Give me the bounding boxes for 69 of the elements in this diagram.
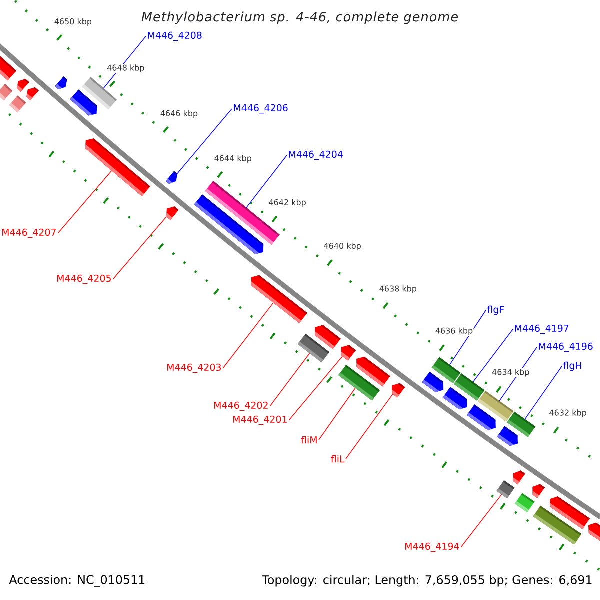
- gene-bar: [513, 470, 526, 485]
- leader-line: [318, 388, 356, 440]
- gene-label: flgF: [487, 306, 504, 316]
- tick-label: 4638 kbp: [378, 285, 418, 294]
- leader-line: [524, 366, 562, 420]
- leader-line: [246, 155, 288, 208]
- gene-bar: [251, 275, 308, 324]
- tick-label: 4644 kbp: [214, 154, 253, 164]
- gene-bar: [392, 383, 406, 398]
- gene-label: M446_4203: [167, 364, 222, 374]
- tick-label: 4646 kbp: [160, 110, 199, 119]
- gene-bar: [17, 79, 30, 92]
- gene-label: fliL: [331, 455, 345, 463]
- gene-bar: [315, 325, 341, 350]
- footer-text: Accession: NC_010511: [9, 575, 145, 587]
- gene-label: M446_4201: [233, 416, 287, 426]
- gene-box: [514, 493, 535, 513]
- gene-bar: [166, 171, 178, 184]
- gene-label: flgH: [563, 362, 582, 372]
- gene-bar: [550, 496, 590, 530]
- gene-box: [478, 390, 514, 422]
- tick-label: 4650 kbp: [54, 18, 93, 27]
- tick-label: 4634 kbp: [491, 368, 530, 378]
- gene-label: M446_4207: [2, 228, 56, 238]
- leader-line: [460, 494, 502, 548]
- gene-box: [454, 374, 485, 401]
- gene-label: fliM: [301, 436, 317, 444]
- gene-bar: [85, 138, 150, 197]
- leader-line: [222, 302, 274, 369]
- gene-box: [9, 96, 26, 113]
- gene-box: [496, 480, 515, 499]
- tick-label: 4632 kbp: [548, 409, 588, 418]
- gene-bar: [26, 88, 39, 101]
- gene-bar: [588, 522, 600, 542]
- gene-bar: [422, 372, 444, 392]
- gene-bar: [497, 426, 518, 446]
- gene-label: M446_4194: [405, 542, 460, 552]
- gene-box: [0, 84, 13, 101]
- leader-line: [346, 394, 394, 460]
- leader-line: [112, 216, 167, 280]
- gene-bar: [55, 76, 68, 90]
- gene-label: M446_4197: [515, 324, 569, 334]
- gene-bar: [532, 484, 545, 498]
- gene-label: M446_4206: [234, 104, 288, 114]
- gene-label: M446_4204: [289, 150, 343, 160]
- gene-label: M446_4205: [57, 274, 111, 284]
- footer-text: Topology: circular; Length: 7,659,055 bp; Genes: 6,691: [262, 575, 592, 587]
- leader-line: [288, 356, 343, 421]
- title: Methylobacterium sp. 4-46, complete genome: [142, 12, 458, 24]
- gene-bar: [166, 206, 179, 220]
- gene-label: M446_4208: [148, 32, 202, 42]
- leader-line: [270, 353, 310, 407]
- gene-label: M446_4202: [214, 402, 268, 412]
- gene-bar: [442, 387, 468, 410]
- gene-bar: [341, 345, 356, 361]
- gene-bar: [0, 56, 17, 81]
- tick-label: 4648 kbp: [106, 64, 146, 73]
- gene-box: [82, 77, 118, 110]
- leader-line: [450, 310, 486, 366]
- tick-label: 4640 kbp: [323, 242, 362, 252]
- gene-box: [432, 357, 461, 384]
- leader-line: [58, 170, 112, 234]
- gene-box: [507, 412, 536, 438]
- tick-label: 4636 kbp: [434, 327, 474, 336]
- tick-label: 4642 kbp: [268, 198, 307, 208]
- gene-bar: [356, 356, 390, 387]
- leader-line: [472, 329, 514, 382]
- leader-line: [176, 108, 232, 174]
- gene-label: M446_4196: [539, 342, 593, 352]
